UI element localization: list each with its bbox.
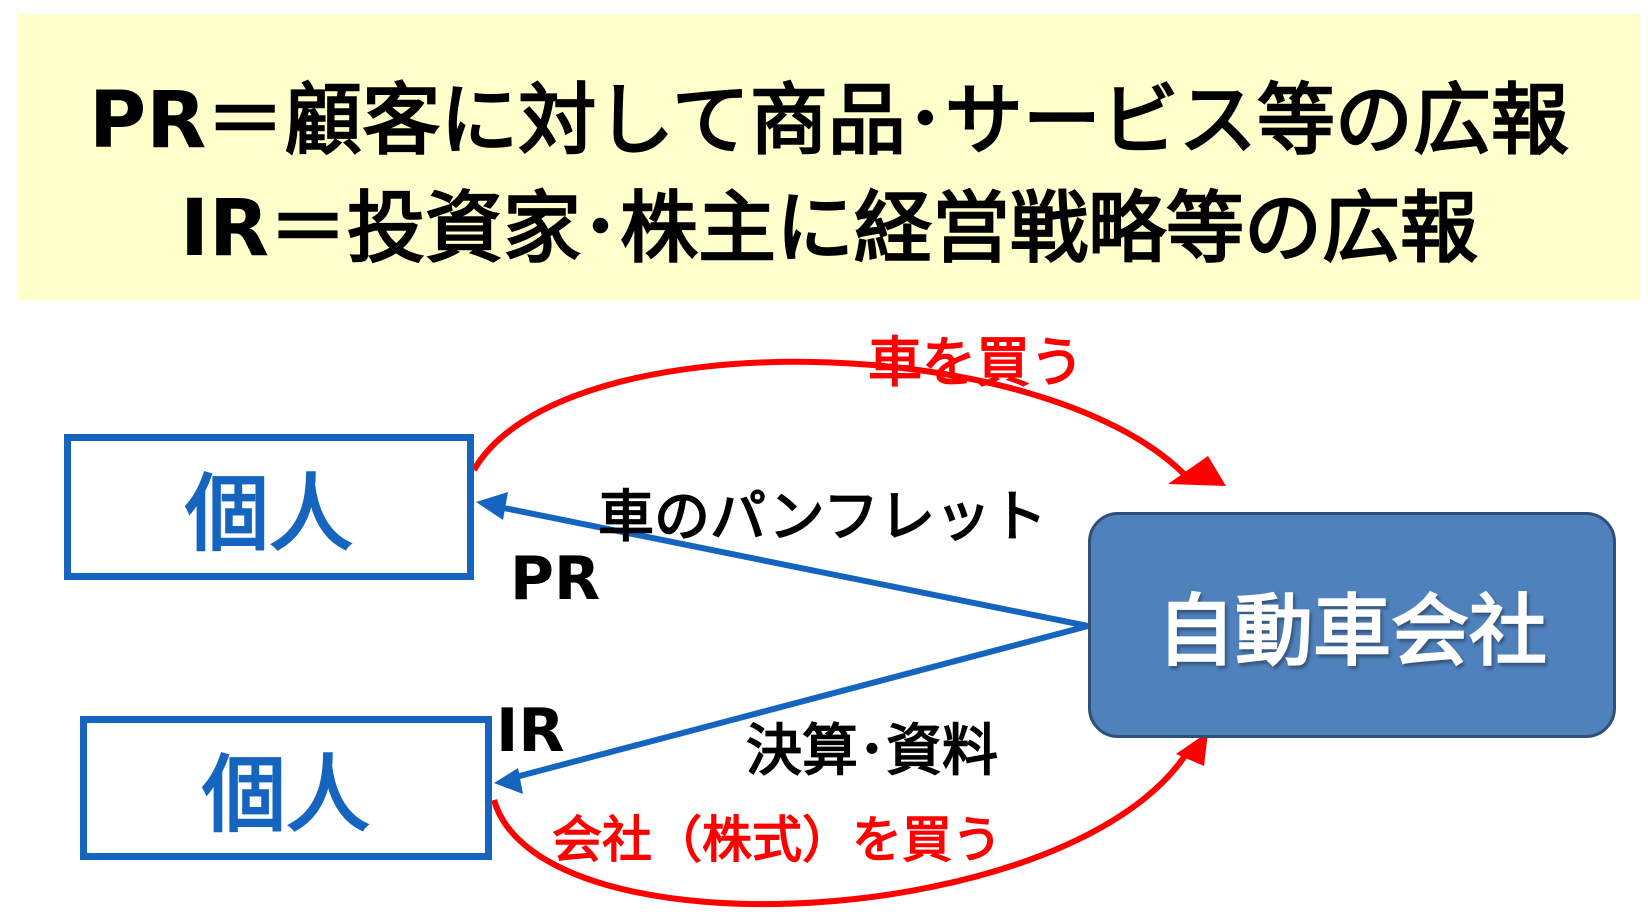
ir-arrowhead [494,768,523,794]
title-banner: PR＝顧客に対して商品･サービス等の広報 IR＝投資家･株主に経営戦略等の広報 [18,14,1640,300]
person-node-top: 個人 [64,434,474,580]
person-node-bottom: 個人 [80,716,492,860]
title-ir-definition: IR＝投資家･株主に経営戦略等の広報 [179,184,1479,274]
buy-company-label: 会社（株式）を買う [552,811,1002,869]
settlement-label: 決算･資料 [746,719,998,784]
buy-car-arrowhead [1168,456,1226,486]
buy-car-arrow [471,358,1188,478]
buy-car-label: 車を買う [868,331,1084,394]
buy-company-arrowhead [1176,732,1208,766]
ir-label: IR [496,696,565,766]
pr-label: PR [510,544,601,614]
title-pr-definition: PR＝顧客に対して商品･サービス等の広報 [89,76,1569,166]
pr-arrowhead [476,492,508,520]
car-company-node: 自動車会社 [1088,512,1616,738]
buy-company-arrow [491,746,1193,908]
pamphlet-label: 車のパンフレット [598,485,1048,550]
pr-arrow [493,503,1089,629]
ir-arrow [511,623,1089,781]
